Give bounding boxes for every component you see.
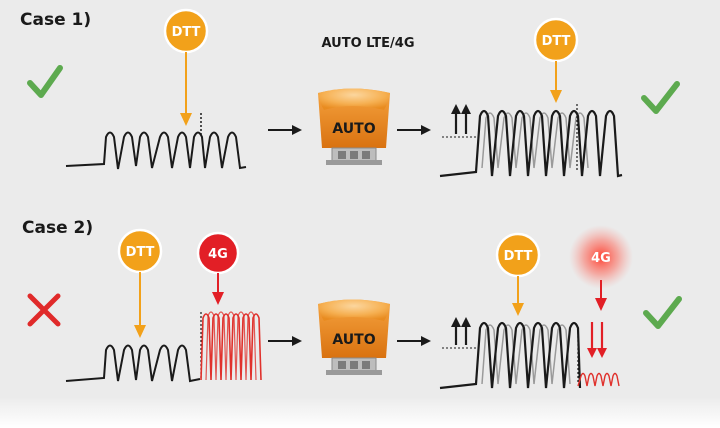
dtt-badge: DTT xyxy=(163,8,209,54)
dtt-badge-label: DTT xyxy=(172,25,201,40)
signal-spectrum xyxy=(481,324,571,385)
arrow-down-icon xyxy=(180,113,192,126)
page-title: AUTO LTE/4G xyxy=(321,36,414,51)
check-icon xyxy=(643,296,682,329)
lte-spectrum xyxy=(577,372,620,387)
bottom-band xyxy=(0,398,720,428)
device-label: AUTO xyxy=(332,332,375,348)
dtt-badge-label: DTT xyxy=(126,245,155,260)
signal-spectrum xyxy=(481,112,589,169)
arrow-down-icon xyxy=(587,322,607,358)
signal-spectrum xyxy=(65,131,247,170)
check-icon xyxy=(27,65,63,98)
arrow-up-icon xyxy=(451,317,471,345)
auto-device: AUTO xyxy=(318,88,390,165)
lte-spectrum xyxy=(205,311,257,381)
dtt-badge: DTT xyxy=(533,17,579,63)
auto-device: AUTO xyxy=(318,299,390,375)
lte-badge-label: 4G xyxy=(208,247,228,262)
arrow-down-icon xyxy=(595,298,607,311)
arrow-down-icon xyxy=(212,292,224,305)
signal-spectrum xyxy=(439,321,582,390)
lte-spectrum xyxy=(200,313,262,381)
arrow-down-icon xyxy=(550,90,562,103)
lte-badge-glow: 4G xyxy=(569,225,633,289)
arrow-down-icon xyxy=(512,303,524,316)
lte-badge-label: 4G xyxy=(591,251,611,266)
dtt-badge-label: DTT xyxy=(542,34,571,49)
case-1-label: Case 1) xyxy=(20,10,91,30)
arrow-up-icon xyxy=(451,104,471,134)
lte-badge: 4G xyxy=(196,231,240,275)
dtt-badge: DTT xyxy=(495,232,541,278)
device-label: AUTO xyxy=(332,121,375,137)
check-icon xyxy=(641,81,680,114)
arrow-down-icon xyxy=(134,325,146,338)
dtt-badge: DTT xyxy=(117,228,163,274)
dtt-badge-label: DTT xyxy=(504,249,533,264)
signal-spectrum xyxy=(65,344,201,383)
case-2-label: Case 2) xyxy=(22,218,93,238)
cross-icon xyxy=(27,293,61,327)
signal-spectrum xyxy=(439,109,623,178)
